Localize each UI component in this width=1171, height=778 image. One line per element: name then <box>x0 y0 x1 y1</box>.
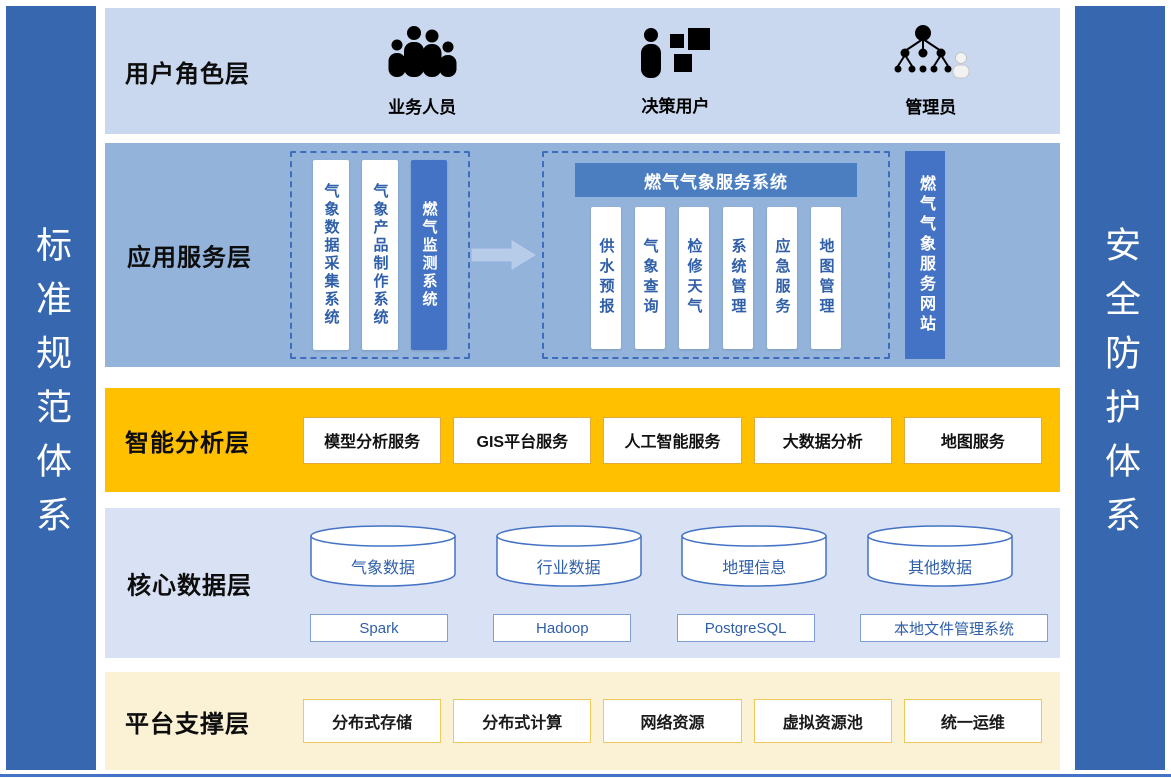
db-industry-data: 行业数据 <box>494 524 644 588</box>
role-business-users-label: 业务人员 <box>388 97 457 117</box>
source-systems-frame: 气象数据采集系统 气象产品制作系统 燃气监测系统 <box>290 151 470 359</box>
module-emergency-service: 应急服务 <box>767 207 797 349</box>
role-business-users: 业务人员 <box>384 25 460 118</box>
db-label: 地理信息 <box>722 560 787 577</box>
gas-weather-website-label: 燃气气象服务网站 <box>917 175 934 335</box>
analysis-layer: 智能分析层 模型分析服务 GIS平台服务 人工智能服务 大数据分析 地图服务 <box>105 388 1060 492</box>
service-modules-row: 供水预报 气象查询 检修天气 系统管理 应急服务 地图管理 <box>544 207 888 349</box>
platform-hadoop: Hadoop <box>493 614 632 642</box>
platform-postgresql: PostgreSQL <box>676 614 815 642</box>
admin-icon <box>891 24 971 84</box>
source-system-label: 气象数据采集系统 <box>322 183 340 327</box>
decision-user-icon <box>638 26 712 83</box>
role-admin-label: 管理员 <box>905 97 957 117</box>
platform-items-row: 分布式存储 分布式计算 网络资源 虚拟资源池 统一运维 <box>295 699 1060 743</box>
service-ai: 人工智能服务 <box>603 416 742 464</box>
gas-weather-service-frame: 燃气气象服务系统 供水预报 气象查询 检修天气 系统管理 应急服务 地图管理 <box>542 151 890 359</box>
user-role-layer: 用户角色层 业务人员 <box>105 8 1060 134</box>
platform-spark: Spark <box>310 614 448 642</box>
db-other-data: 其他数据 <box>865 524 1015 588</box>
source-system-label: 气象产品制作系统 <box>371 183 389 327</box>
item-distributed-computing: 分布式计算 <box>453 699 592 743</box>
item-distributed-storage: 分布式存储 <box>303 699 442 743</box>
gas-weather-website-box: 燃气气象服务网站 <box>905 151 945 359</box>
module-label: 应急服务 <box>773 238 791 318</box>
service-big-data: 大数据分析 <box>753 416 892 464</box>
analysis-services-row: 模型分析服务 GIS平台服务 人工智能服务 大数据分析 地图服务 <box>295 416 1060 464</box>
database-cylinder-icon <box>494 525 644 592</box>
security-pillar: 安全防护体系 <box>1075 6 1165 770</box>
service-map: 地图服务 <box>903 416 1043 464</box>
role-decision-user-label: 决策用户 <box>641 96 710 116</box>
source-system-label: 燃气监测系统 <box>420 201 438 309</box>
database-cylinder-icon <box>865 525 1015 592</box>
module-system-management: 系统管理 <box>723 207 753 349</box>
source-system-weather-product-production: 气象产品制作系统 <box>362 160 398 350</box>
db-weather-data: 气象数据 <box>308 524 458 588</box>
flow-arrow-icon <box>470 237 539 278</box>
analysis-layer-title: 智能分析层 <box>125 429 250 457</box>
module-label: 供水预报 <box>597 238 615 318</box>
gas-weather-service-header: 燃气气象服务系统 <box>575 163 857 197</box>
business-users-icon <box>384 25 460 84</box>
source-system-gas-monitoring: 燃气监测系统 <box>411 160 447 350</box>
module-label: 气象查询 <box>641 238 659 318</box>
standards-pillar-label: 标准规范体系 <box>31 226 72 550</box>
module-water-supply-forecast: 供水预报 <box>591 207 621 349</box>
db-geographic-info: 地理信息 <box>679 524 829 588</box>
security-pillar-label: 安全防护体系 <box>1100 226 1141 550</box>
item-virtual-resource-pool: 虚拟资源池 <box>753 699 892 743</box>
core-data-layer: 核心数据层 气象数据 行业数据 <box>105 508 1060 658</box>
databases-row: 气象数据 行业数据 地理信息 <box>308 524 1015 588</box>
item-unified-operations: 统一运维 <box>903 699 1043 743</box>
role-admin: 管理员 <box>891 24 971 118</box>
user-role-layer-title: 用户角色层 <box>125 60 250 88</box>
module-label: 检修天气 <box>685 238 703 318</box>
app-service-layer: 应用服务层 气象数据采集系统 气象产品制作系统 燃气监测系统 燃气气象服务系统 … <box>105 143 1060 367</box>
data-platforms-row: Spark Hadoop PostgreSQL 本地文件管理系统 <box>310 614 1048 642</box>
platform-support-layer: 平台支撑层 分布式存储 分布式计算 网络资源 虚拟资源池 统一运维 <box>105 672 1060 770</box>
db-label: 行业数据 <box>536 560 601 577</box>
app-service-layer-title: 应用服务层 <box>127 244 252 272</box>
module-maintenance-weather: 检修天气 <box>679 207 709 349</box>
standards-pillar: 标准规范体系 <box>6 6 96 770</box>
roles-area: 业务人员 决策用户 <box>295 24 1060 118</box>
source-system-weather-data-collection: 气象数据采集系统 <box>313 160 349 350</box>
role-decision-user: 决策用户 <box>638 26 712 117</box>
database-cylinder-icon <box>308 525 458 592</box>
service-model-analysis: 模型分析服务 <box>303 416 442 464</box>
db-label: 气象数据 <box>350 560 415 577</box>
module-weather-query: 气象查询 <box>635 207 665 349</box>
module-label: 地图管理 <box>817 238 835 318</box>
core-data-layer-title: 核心数据层 <box>127 572 252 600</box>
module-label: 系统管理 <box>729 238 747 318</box>
service-gis-platform: GIS平台服务 <box>453 416 592 464</box>
bottom-accent-line <box>0 774 1171 777</box>
platform-local-file-system: 本地文件管理系统 <box>859 614 1048 642</box>
item-network-resources: 网络资源 <box>603 699 742 743</box>
db-label: 其他数据 <box>907 560 972 577</box>
platform-support-layer-title: 平台支撑层 <box>125 710 250 738</box>
database-cylinder-icon <box>679 525 829 592</box>
module-map-management: 地图管理 <box>811 207 841 349</box>
